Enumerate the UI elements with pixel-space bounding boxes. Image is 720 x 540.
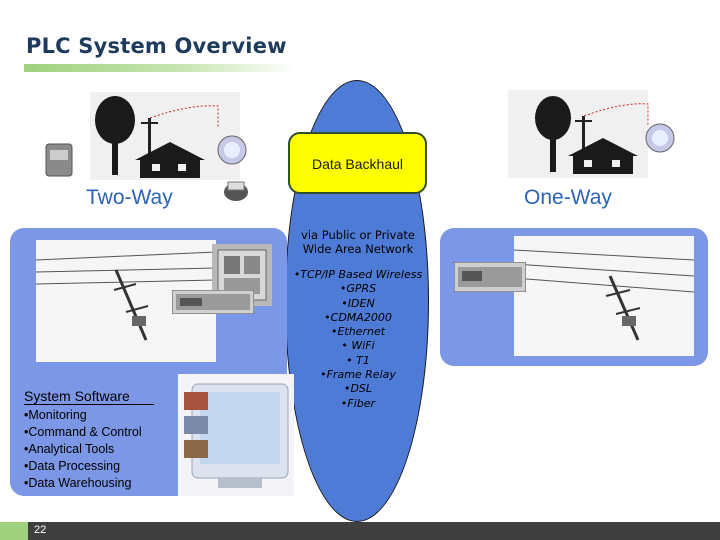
page-number: 22 bbox=[34, 524, 47, 536]
computer-monitor-icon bbox=[178, 374, 294, 496]
wan-line-2: Wide Area Network bbox=[302, 242, 414, 256]
two-way-label: Two-Way bbox=[86, 186, 173, 209]
footer-bar bbox=[0, 522, 720, 540]
plc-unit-image bbox=[454, 262, 526, 292]
protocol-item: •Fiber bbox=[340, 396, 376, 410]
protocol-item: •Frame Relay bbox=[320, 368, 396, 382]
system-software-heading: System Software bbox=[24, 388, 130, 404]
two-way-house-illustration bbox=[40, 90, 255, 208]
plc-unit-photo bbox=[454, 262, 526, 292]
protocol-list: •TCP/IP Based Wireless •GPRS •IDEN •CDMA… bbox=[290, 268, 426, 411]
plc-unit-image bbox=[172, 290, 254, 314]
house-meter-icon bbox=[45, 92, 248, 201]
one-way-label: One-Way bbox=[524, 186, 612, 209]
protocol-item: •Ethernet bbox=[330, 325, 386, 339]
protocol-item: •CDMA2000 bbox=[324, 310, 392, 324]
software-feature-item: •Monitoring bbox=[24, 408, 87, 422]
protocol-item: • WiFi bbox=[341, 339, 375, 353]
wan-description: via Public or Private Wide Area Network bbox=[290, 228, 426, 256]
data-backhaul-label: Data Backhaul bbox=[311, 156, 404, 172]
software-feature-item: •Data Warehousing bbox=[24, 476, 132, 490]
system-software-list: •Monitoring •Command & Control •Analytic… bbox=[24, 407, 142, 492]
system-software-underline bbox=[24, 404, 154, 405]
protocol-item: • T1 bbox=[346, 353, 370, 367]
power-line-photo bbox=[514, 236, 694, 356]
plc-unit-photo bbox=[172, 290, 254, 314]
protocol-item: •GPRS bbox=[339, 282, 377, 296]
monitor-screenshot-photo bbox=[178, 374, 294, 496]
protocol-item: •TCP/IP Based Wireless bbox=[293, 268, 423, 281]
data-backhaul-box: Data Backhaul bbox=[288, 132, 427, 194]
software-feature-item: •Command & Control bbox=[24, 425, 142, 439]
power-line-image bbox=[514, 236, 694, 356]
protocol-item: •DSL bbox=[343, 382, 373, 396]
one-way-house-illustration bbox=[508, 90, 678, 182]
title-underline bbox=[24, 64, 296, 72]
slide-title: PLC System Overview bbox=[26, 34, 287, 58]
protocol-item: •IDEN bbox=[341, 296, 375, 310]
footer-accent bbox=[0, 522, 28, 540]
software-feature-item: •Data Processing bbox=[24, 459, 121, 473]
wan-line-1: via Public or Private bbox=[301, 228, 415, 242]
house-meter-icon bbox=[508, 90, 675, 178]
software-feature-item: •Analytical Tools bbox=[24, 442, 115, 456]
